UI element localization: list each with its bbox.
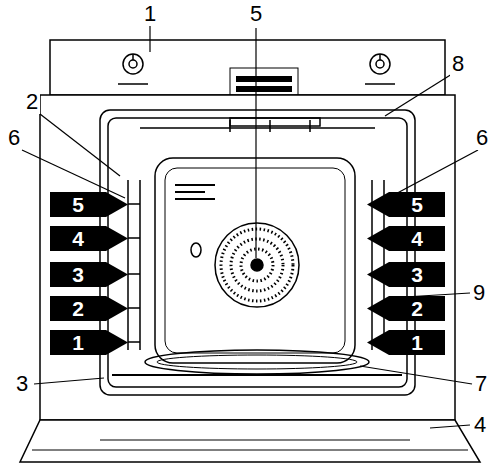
callout-number: 7 — [473, 372, 489, 396]
callout-number: 4 — [472, 413, 488, 437]
level-number: 5 — [50, 192, 106, 217]
tab-shape — [367, 262, 445, 287]
callout-number: 1 — [142, 2, 158, 26]
level-number: 3 — [389, 262, 445, 287]
level-number: 2 — [50, 296, 106, 321]
level-number: 5 — [389, 192, 445, 217]
tab-shape — [50, 262, 128, 287]
shelf-level-tab: 4 — [367, 226, 445, 251]
tab-shape — [50, 192, 128, 217]
shelf-level-tab: 4 — [50, 226, 128, 251]
shelf-level-tab: 1 — [367, 330, 445, 355]
level-number: 2 — [389, 296, 445, 321]
callout-number: 8 — [450, 52, 466, 76]
tab-shape — [50, 330, 128, 355]
level-number: 4 — [389, 226, 445, 251]
shelf-level-tab: 5 — [367, 192, 445, 217]
shelf-level-tab: 1 — [50, 330, 128, 355]
shelf-level-tab: 2 — [367, 296, 445, 321]
callout-number: 5 — [248, 2, 264, 26]
level-number: 1 — [389, 330, 445, 355]
shelf-level-tab: 2 — [50, 296, 128, 321]
level-number: 1 — [50, 330, 106, 355]
shelf-level-tab: 3 — [367, 262, 445, 287]
level-number: 4 — [50, 226, 106, 251]
callout-number: 3 — [14, 372, 30, 396]
callout-number: 6 — [474, 126, 490, 150]
level-number: 3 — [50, 262, 106, 287]
callout-number: 6 — [6, 126, 22, 150]
tab-shape — [50, 296, 128, 321]
callout-number: 2 — [24, 90, 40, 114]
callout-number: 9 — [471, 281, 487, 305]
tab-shape — [367, 192, 445, 217]
tab-shape — [367, 296, 445, 321]
shelf-level-tab: 3 — [50, 262, 128, 287]
tab-shape — [367, 226, 445, 251]
tab-shape — [367, 330, 445, 355]
shelf-level-tab: 5 — [50, 192, 128, 217]
tab-shape — [50, 226, 128, 251]
